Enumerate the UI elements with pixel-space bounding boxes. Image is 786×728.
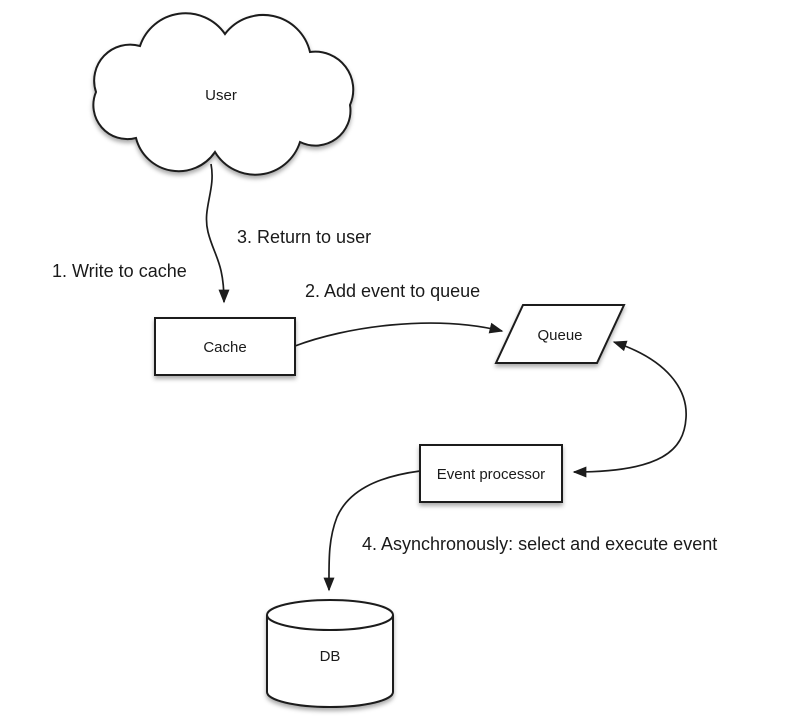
arrow-user-to-cache — [205, 163, 230, 304]
cloud-shape — [92, 12, 355, 176]
cache-label: Cache — [203, 339, 246, 356]
user-label: User — [205, 87, 237, 104]
cache-box — [154, 317, 296, 376]
arrow-queue-event-processor — [572, 340, 687, 478]
queue-node: Queue — [494, 304, 626, 364]
db-node: DB — [266, 599, 394, 708]
label-step4-async-execute: 4. Asynchronously: select and execute ev… — [362, 534, 717, 554]
queue-parallelogram — [494, 304, 626, 364]
arrow-event-processor-to-db — [323, 470, 421, 592]
arrow-cache-to-queue — [294, 322, 504, 347]
event-processor-box — [419, 444, 563, 503]
label-step3-return-to-user: 3. Return to user — [237, 227, 371, 247]
event-processor-label: Event processor — [437, 466, 545, 483]
label-step1-write-to-cache: 1. Write to cache — [52, 261, 187, 281]
queue-label: Queue — [537, 327, 582, 344]
event-processor-node: Event processor — [419, 444, 563, 503]
user-cloud-node: User — [92, 12, 355, 176]
cache-node: Cache — [154, 317, 296, 376]
db-cylinder-top — [266, 599, 394, 631]
db-label: DB — [320, 648, 341, 665]
label-step2-add-event-to-queue: 2. Add event to queue — [305, 281, 480, 301]
db-cylinder-body — [266, 615, 394, 708]
